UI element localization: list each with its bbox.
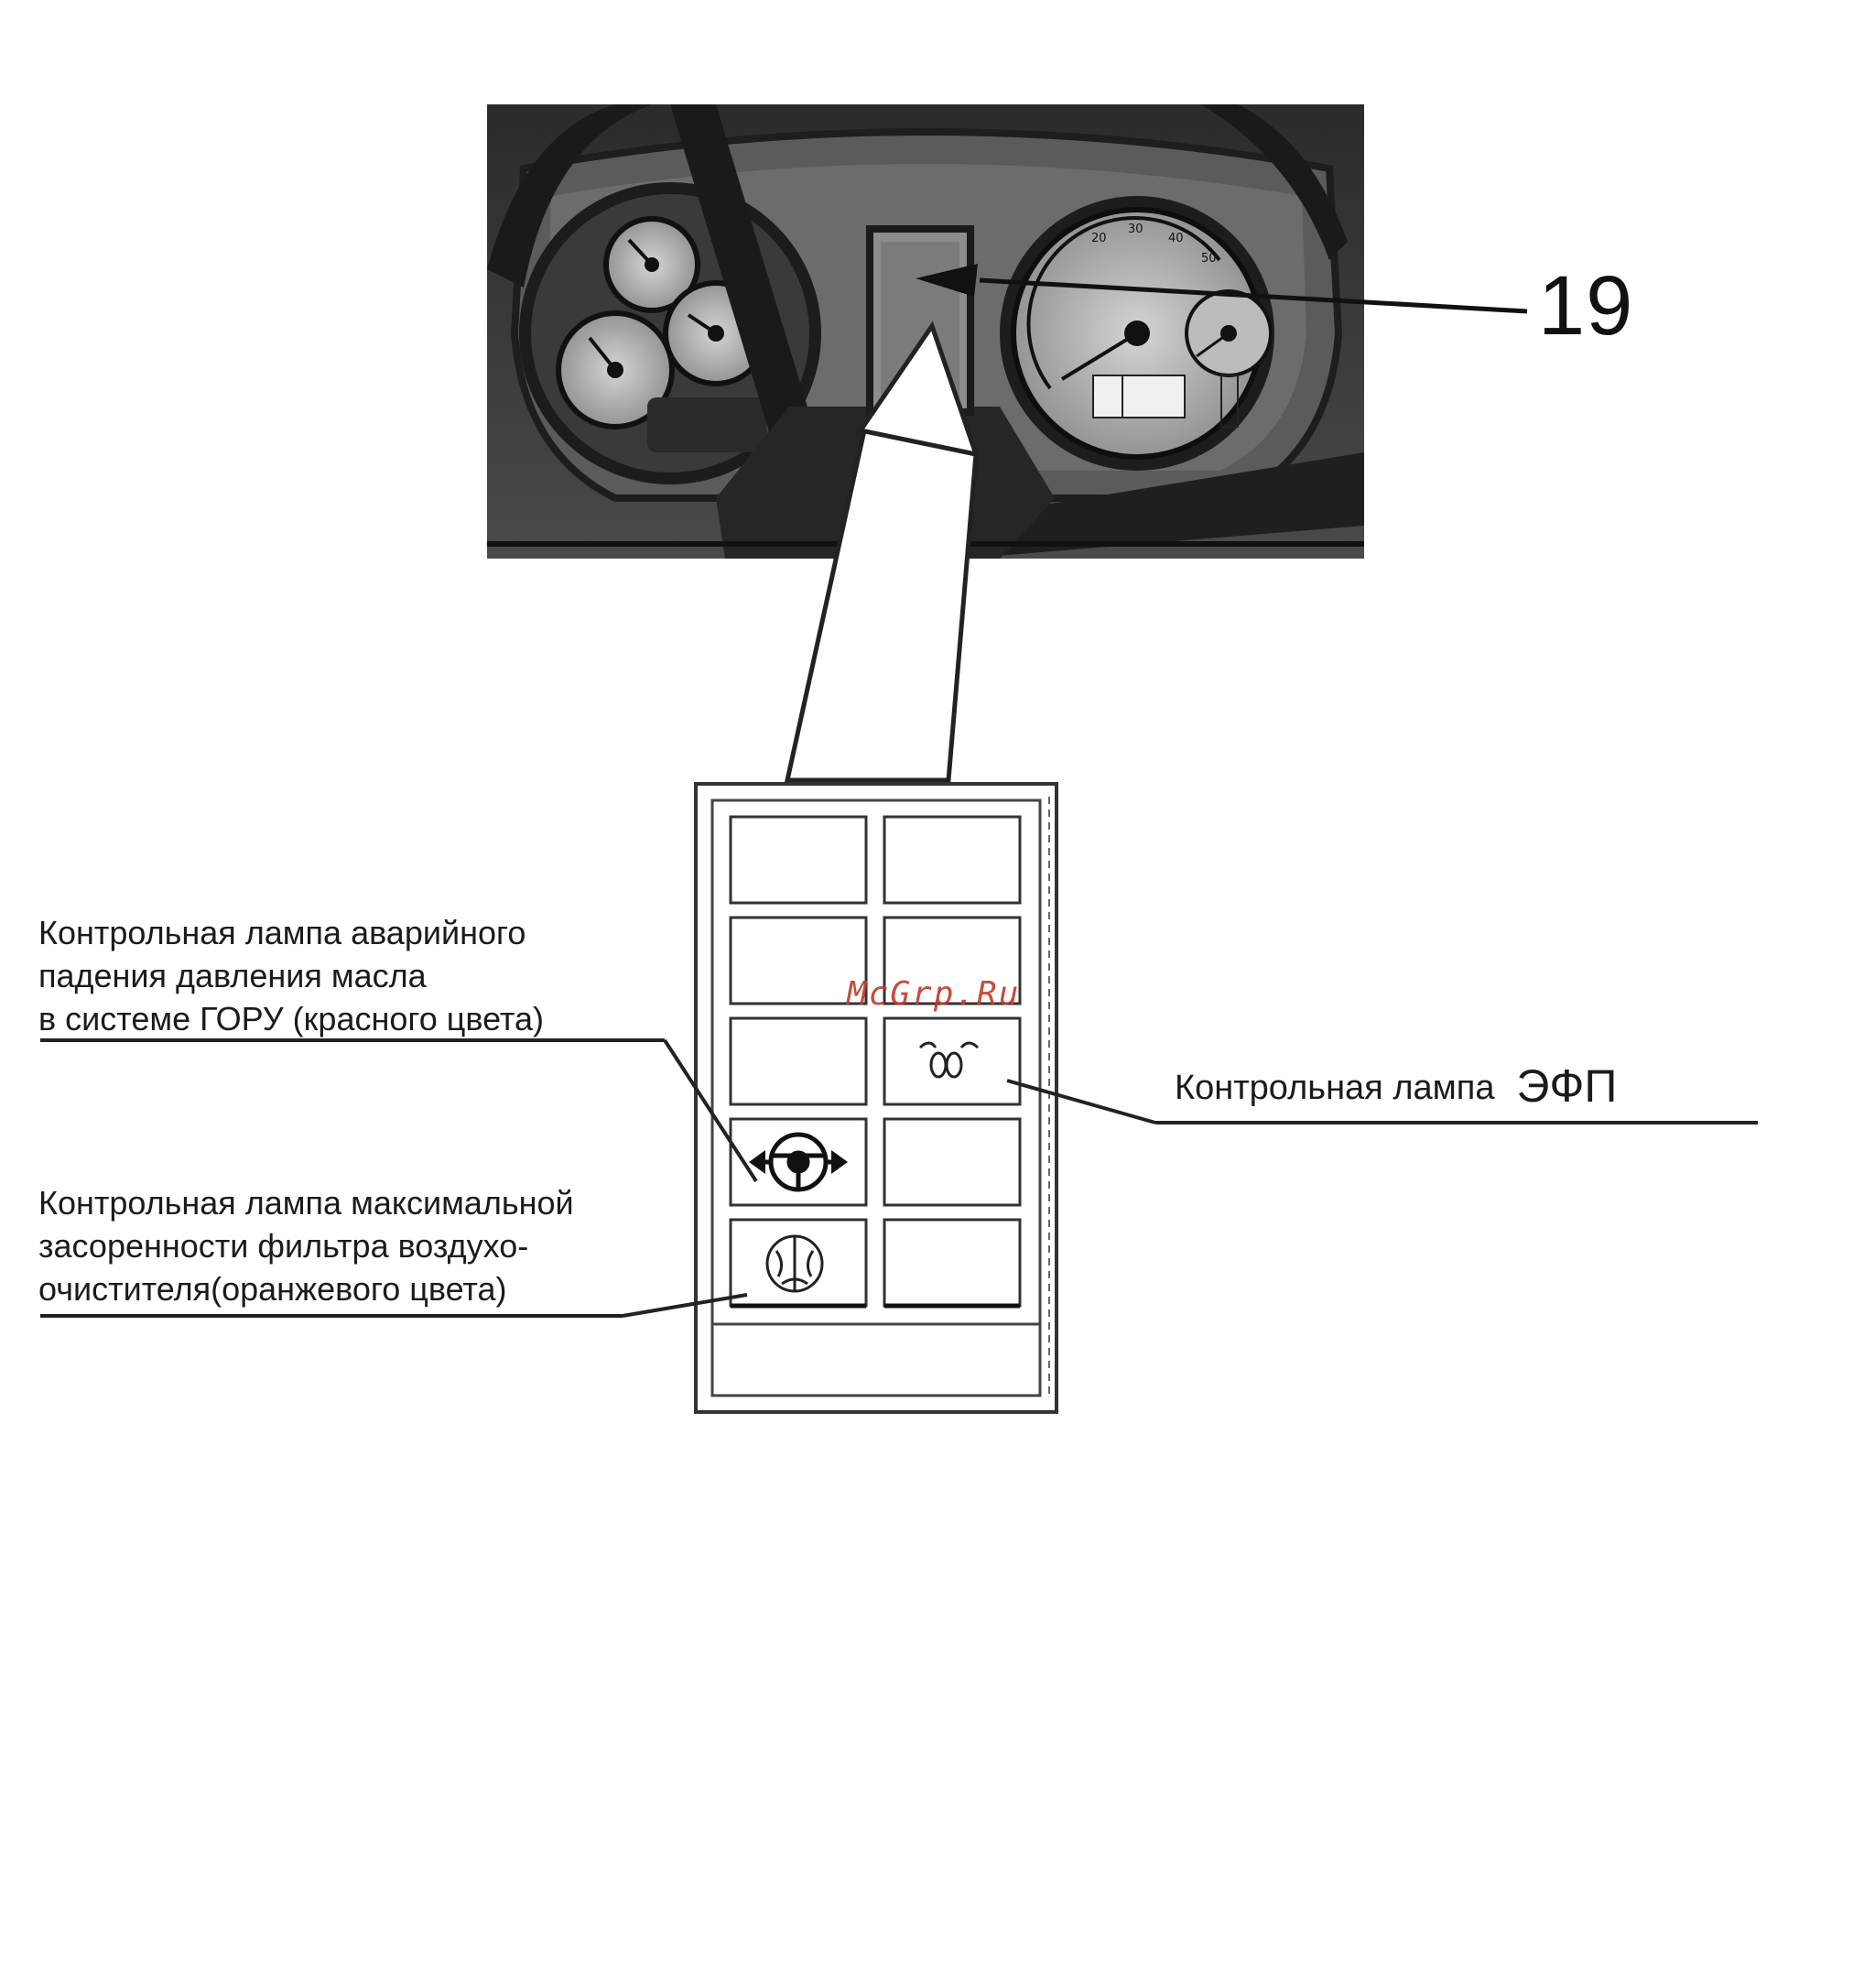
label-line: Контрольная лампа максимальной — [38, 1184, 574, 1222]
watermark: McGrp.Ru — [847, 975, 1021, 1013]
label-line: в системе ГОРУ (красного цвета) — [38, 1000, 544, 1037]
label-line: засоренности фильтра воздухо- — [38, 1227, 529, 1265]
speedometer-tick: 50 — [1201, 252, 1217, 266]
lamp-cell — [883, 916, 1022, 1005]
efp-lamp-label: Контрольная лампа ЭФП — [1175, 1063, 1617, 1110]
lamp-cell-goru — [729, 1117, 868, 1207]
efp-abbr: ЭФП — [1516, 1060, 1618, 1112]
indicator-panel — [694, 782, 1058, 1414]
goru-lamp-label: Контрольная лампа аварийного падения дав… — [38, 911, 544, 1040]
label-line: падения давления масла — [38, 957, 427, 994]
efp-leader-line — [1006, 1079, 1156, 1124]
panel-pointer-arrow — [784, 320, 980, 783]
lamp-cell — [729, 815, 868, 905]
lamp-cell — [883, 815, 1022, 905]
speedometer-tick: 20 — [1091, 232, 1107, 245]
speedometer-tick: 30 — [1128, 223, 1143, 236]
callout-number: 19 — [1538, 259, 1634, 353]
filter-leader-line — [622, 1293, 748, 1318]
label-line: очистителя(оранжевого цвета) — [38, 1270, 507, 1308]
lamp-cell — [729, 916, 868, 1005]
heater-coil-icon — [918, 1041, 980, 1079]
speedometer-tick: 40 — [1168, 232, 1184, 245]
steering-wheel-hydraulic-icon — [749, 1132, 848, 1192]
lamp-cell — [729, 1016, 868, 1106]
dashboard-photo: 20 30 40 50 — [487, 104, 1364, 559]
lamp-cell — [883, 1117, 1022, 1207]
label-line: Контрольная лампа аварийного — [38, 914, 526, 951]
air-filter-icon — [765, 1234, 824, 1293]
filter-lamp-label: Контрольная лампа максимальной засоренно… — [38, 1181, 574, 1310]
callout-19-arrow — [916, 264, 1528, 314]
lamp-cell-efp — [883, 1016, 1022, 1106]
efp-label-text: Контрольная лампа — [1175, 1069, 1495, 1107]
goru-leader-line — [663, 1038, 758, 1183]
